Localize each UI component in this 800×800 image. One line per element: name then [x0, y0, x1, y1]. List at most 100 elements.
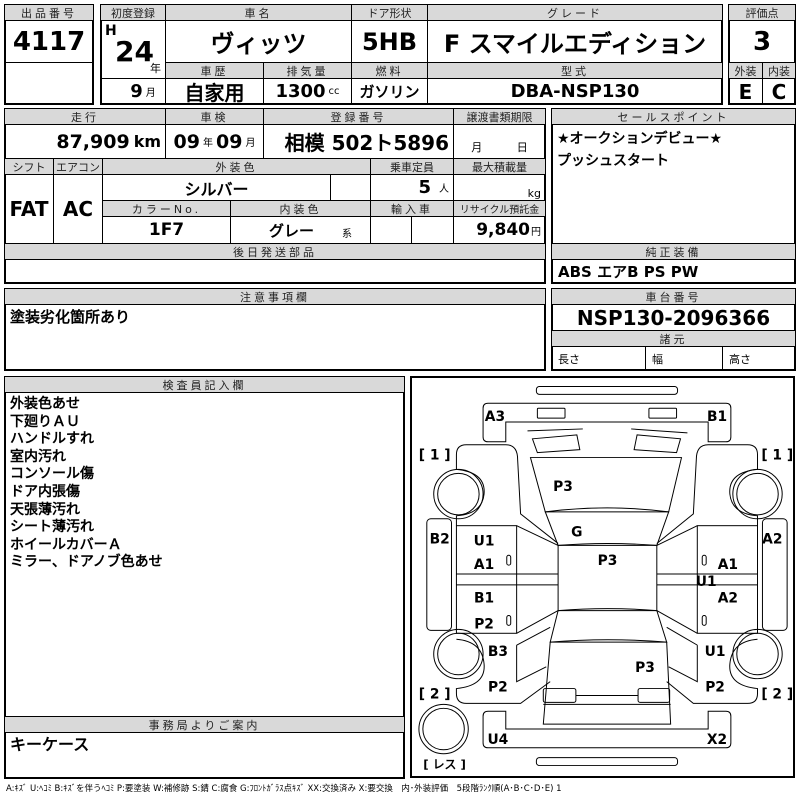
left-strip: [426, 518, 452, 631]
rear-window: [549, 608, 668, 643]
headlights: [527, 428, 688, 454]
mark-lf-door-2: A1: [474, 557, 494, 573]
door-type: 5HB: [351, 20, 428, 63]
inspector-item: 外装色あせ: [10, 396, 80, 412]
mark-rr-door: A2: [718, 591, 738, 607]
left-rear-fender: [455, 626, 551, 704]
ac-label: エアコン: [53, 158, 103, 175]
recycle-label: リサイクル預託金: [453, 200, 546, 217]
wheel-rr: [732, 628, 783, 680]
shift-label: シフト: [4, 158, 54, 175]
front-bumper: [482, 402, 732, 443]
car-name: ヴィッツ: [165, 20, 352, 63]
model-code: DBA-NSP130: [427, 78, 723, 105]
lot-label: 出品番号: [4, 4, 94, 21]
notes: 塗装劣化箇所あり: [4, 304, 546, 371]
inspector-item: シート薄汚れ: [10, 519, 94, 536]
km-unit: km: [133, 132, 161, 151]
first-reg-label: 初度登録: [100, 4, 166, 21]
lot-number: 4117: [4, 20, 94, 63]
history-label: 車歴: [165, 62, 264, 79]
capacity: 5: [418, 177, 431, 198]
spec-length: 長さ: [551, 346, 646, 371]
door-label: ドア形状: [351, 4, 428, 21]
trunk: [542, 641, 672, 725]
specs-label: 諸元: [551, 330, 796, 347]
right-front-fender: [656, 444, 759, 544]
mark-rear-right: X2: [707, 732, 727, 748]
note-text: 塗装劣化箇所あり: [10, 308, 131, 326]
era: H: [105, 23, 117, 39]
inspector-item: ホイールカバーＡ: [10, 536, 122, 553]
chassis-number: NSP130-2096366: [551, 304, 796, 331]
score-label: 評価点: [728, 4, 796, 21]
inspection-label: 車検: [165, 108, 264, 125]
mark-rr-fender-2: P2: [705, 680, 725, 696]
mark-lf-door-1: U1: [474, 533, 495, 549]
mark-roof: P3: [598, 553, 618, 569]
shift: FAT: [4, 174, 54, 244]
tire-spare: [ レス ]: [423, 758, 466, 772]
office-notes: キーケース: [4, 732, 405, 779]
month-unit: 月: [245, 138, 256, 149]
mark-rf-door: A1: [718, 557, 738, 573]
ext-score: E: [728, 78, 763, 105]
chassis-label: 車台番号: [551, 288, 796, 305]
int-score-label: 内装: [762, 62, 796, 79]
mark-trunk: P3: [635, 660, 655, 676]
model-label: 型式: [427, 62, 723, 79]
displacement-label: 排気量: [263, 62, 352, 79]
inspector-item: ドア内張傷: [10, 483, 80, 500]
sales-points: ★オークションデビュー★ プッシュスタート: [551, 124, 796, 244]
inspection-year: 09: [173, 130, 200, 153]
history: 自家用: [165, 78, 264, 105]
sales-point: ★オークションデビュー★: [557, 131, 723, 147]
import-label: 輸入車: [370, 200, 454, 217]
left-front-fender: [455, 444, 559, 544]
right-door-lines: [656, 525, 758, 634]
mark-left-strip: B2: [430, 531, 450, 547]
tire-fl: [ 1 ]: [419, 448, 451, 464]
fuel-label: 燃料: [351, 62, 428, 79]
windshield: [544, 507, 670, 546]
legend: A:ｷｽﾞ U:ﾍｺﾐ B:ｷｽﾞを伴うﾍｺﾐ P:要塗装 W:補修跡 S:錆 …: [6, 784, 562, 794]
color-no-label: カラーNo.: [102, 200, 231, 217]
car-outline: A3 B1 P3 G P3 B2 U1 A1 B1 P2 B3 P2 P3 A1…: [418, 385, 793, 772]
spec-height: 高さ: [722, 346, 796, 371]
import-cell-1: [370, 216, 412, 244]
ext-color-extra: [330, 174, 371, 201]
month-unit: 月: [145, 88, 156, 99]
left-door-lines: [456, 525, 559, 634]
inspector-item: ハンドルすれ: [10, 431, 94, 448]
front-light-right: [648, 407, 678, 419]
first-reg-year-cell: H 24 年: [100, 20, 166, 79]
mark-lr-fender-1: B3: [488, 644, 508, 660]
mark-hood: P3: [553, 479, 573, 495]
rear-bumper: [482, 710, 732, 749]
later-parts: [4, 259, 546, 284]
month-unit: 月: [471, 141, 483, 154]
mark-lr-door-1: B1: [474, 591, 494, 607]
spare-tire: [418, 703, 469, 755]
equipment: ABS エアB PS PW: [551, 259, 796, 284]
mark-rr-fender-1: U1: [705, 644, 726, 660]
transfer-label: 譲渡書類期限: [453, 108, 546, 125]
wheel-fl: [433, 468, 484, 520]
int-color-suffix: 系: [342, 229, 352, 240]
fuel: ガソリン: [351, 78, 428, 105]
recycle-fee: 9,840: [476, 220, 530, 240]
equipment-label: 純正装備: [551, 243, 796, 260]
later-parts-label: 後日発送部品: [4, 243, 546, 260]
int-score: C: [762, 78, 796, 105]
tire-rr: [ 2 ]: [761, 686, 793, 702]
cc-unit: cc: [328, 86, 340, 97]
wheel-rl: [433, 628, 484, 680]
transfer-deadline: 月日: [453, 124, 546, 159]
inspector-item: 室内汚れ: [10, 448, 66, 465]
front-bar: [535, 385, 679, 395]
year-unit: 年: [203, 138, 213, 149]
